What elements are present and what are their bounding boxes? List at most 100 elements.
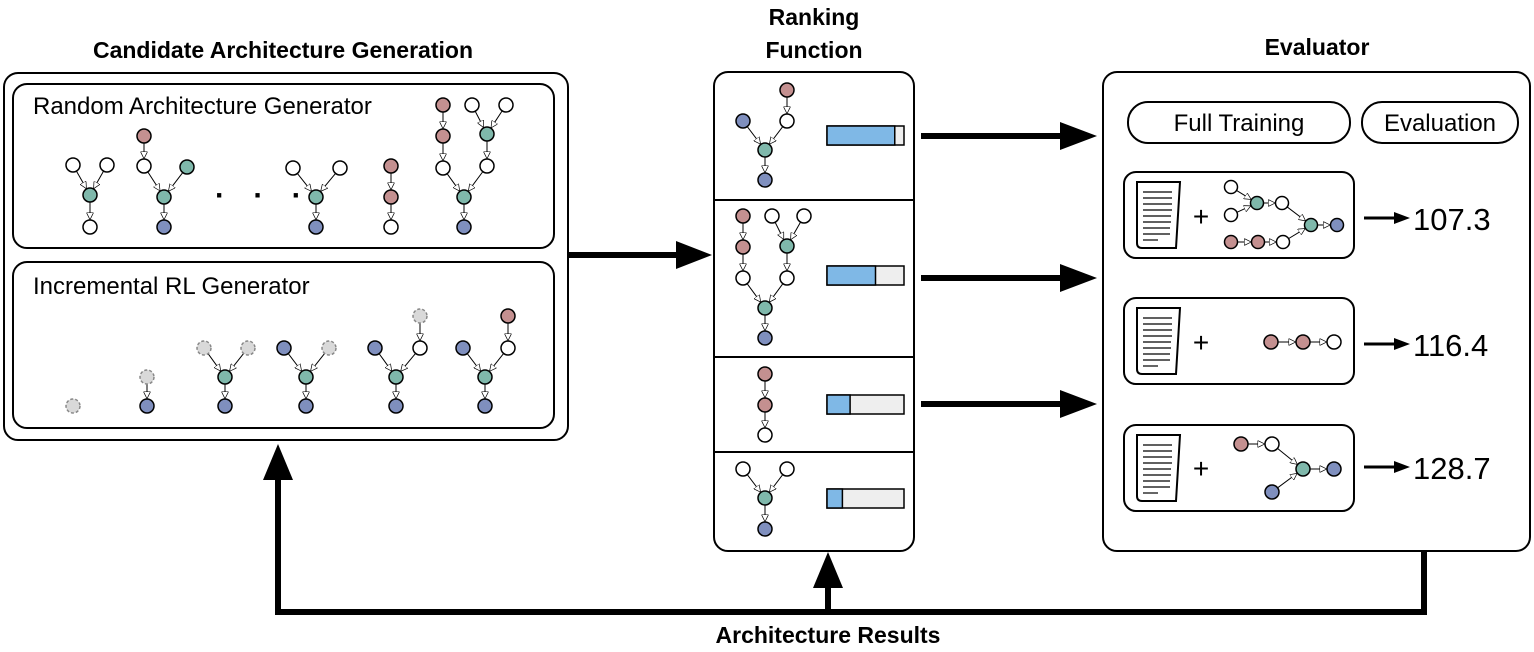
candidate-generation-title: Candidate Architecture Generation: [93, 37, 473, 63]
white-node: [99, 157, 115, 173]
blue-node: [735, 113, 751, 129]
graph-edge: [746, 283, 760, 302]
blue-node: [156, 219, 172, 235]
evaluation-label: Evaluation: [1384, 110, 1496, 137]
blue-node: [1264, 484, 1280, 500]
feedback-arrowhead-to-ranking: [813, 552, 843, 588]
teal-node: [779, 238, 795, 254]
ranking-title-line1: Ranking: [769, 4, 860, 30]
result-arrowhead: [1394, 338, 1410, 350]
graph-edge: [1236, 189, 1251, 199]
flow-arrowhead: [1060, 264, 1097, 292]
teal-node: [477, 369, 493, 385]
dataset-document-icon: [1136, 307, 1182, 375]
evaluation-pill: [1361, 101, 1519, 144]
architecture-graph: [735, 208, 812, 346]
score-bar-fill: [826, 488, 844, 509]
pending-node: [196, 340, 212, 356]
teal-node: [757, 142, 773, 158]
white-node: [136, 158, 152, 174]
architecture-graph: [65, 157, 115, 235]
teal-node: [298, 369, 314, 385]
pink-node: [757, 366, 773, 382]
pending-node: [240, 340, 256, 356]
random-generator-label: Random Architecture Generator: [33, 93, 372, 120]
graph-edge: [311, 353, 326, 370]
white-node: [779, 461, 795, 477]
feedback-loop-line: [275, 478, 1427, 615]
architecture-graph: [1223, 179, 1345, 250]
pink-node: [1223, 234, 1239, 250]
graph-edge: [1277, 448, 1296, 464]
graph-edge: [296, 173, 311, 190]
score-bar-fill: [826, 125, 896, 146]
pink-node: [1233, 436, 1249, 452]
incremental-generator-label: Incremental RL Generator: [33, 273, 310, 300]
graph-edge: [1286, 206, 1305, 221]
graph-edge: [378, 353, 391, 371]
teal-node: [456, 189, 472, 205]
blue-node: [455, 340, 471, 356]
ranking-bars: [826, 125, 905, 509]
white-node: [464, 97, 480, 113]
pending-node: [321, 340, 337, 356]
teal-node: [179, 159, 195, 175]
graph-edge: [770, 283, 784, 302]
white-node: [479, 158, 495, 174]
pink-node: [136, 128, 152, 144]
architecture-graph: [276, 340, 337, 414]
graph-edge: [746, 126, 760, 144]
graph-edge: [401, 353, 416, 370]
white-node: [757, 427, 773, 443]
graph-edge: [169, 172, 184, 191]
evaluator-card: [1123, 171, 1355, 259]
white-node: [498, 97, 514, 113]
score-bar-fill: [826, 394, 851, 415]
pink-node: [757, 397, 773, 413]
pink-node: [735, 208, 751, 224]
teal-node: [217, 369, 233, 385]
blue-node: [757, 172, 773, 188]
graph-edge: [466, 353, 480, 371]
white-node: [764, 208, 780, 224]
white-node: [735, 270, 751, 286]
graph-edge: [147, 171, 160, 190]
graph-edge: [76, 170, 86, 188]
graph-edge: [474, 110, 483, 127]
result-value: 116.4: [1413, 328, 1488, 363]
graph-edge: [490, 353, 505, 370]
evaluator-card: [1123, 297, 1355, 385]
pink-node: [383, 189, 399, 205]
architecture-graphs: [65, 82, 1345, 537]
blue-node: [757, 330, 773, 346]
white-node: [412, 340, 428, 356]
result-arrowhead: [1394, 212, 1410, 224]
plus-sign: +: [1193, 327, 1209, 358]
graph-edge: [469, 171, 484, 191]
graph-edge: [1277, 474, 1297, 489]
graph-edge: [446, 173, 459, 191]
blue-node: [298, 398, 314, 414]
blue-node: [139, 398, 155, 414]
architecture-graph: [435, 97, 514, 235]
architecture-results-label: Architecture Results: [716, 622, 941, 648]
white-node: [1264, 436, 1280, 452]
architecture-graph: [136, 128, 195, 235]
pink-node: [383, 158, 399, 174]
teal-node: [757, 300, 773, 316]
blue-node: [1329, 217, 1345, 233]
blue-node: [757, 521, 773, 537]
pink-node: [779, 82, 795, 98]
architecture-graph: [285, 160, 348, 235]
feedback-arrowhead-to-generation: [263, 444, 293, 480]
white-node: [383, 219, 399, 235]
full-training-pill: [1127, 101, 1351, 144]
teal-node: [1303, 217, 1319, 233]
score-bar-fill: [826, 265, 877, 286]
teal-node: [82, 187, 98, 203]
teal-node: [1249, 195, 1265, 211]
pending-node: [412, 308, 428, 324]
pink-node: [435, 97, 451, 113]
blue-node: [1326, 461, 1342, 477]
graph-edge: [230, 353, 245, 370]
